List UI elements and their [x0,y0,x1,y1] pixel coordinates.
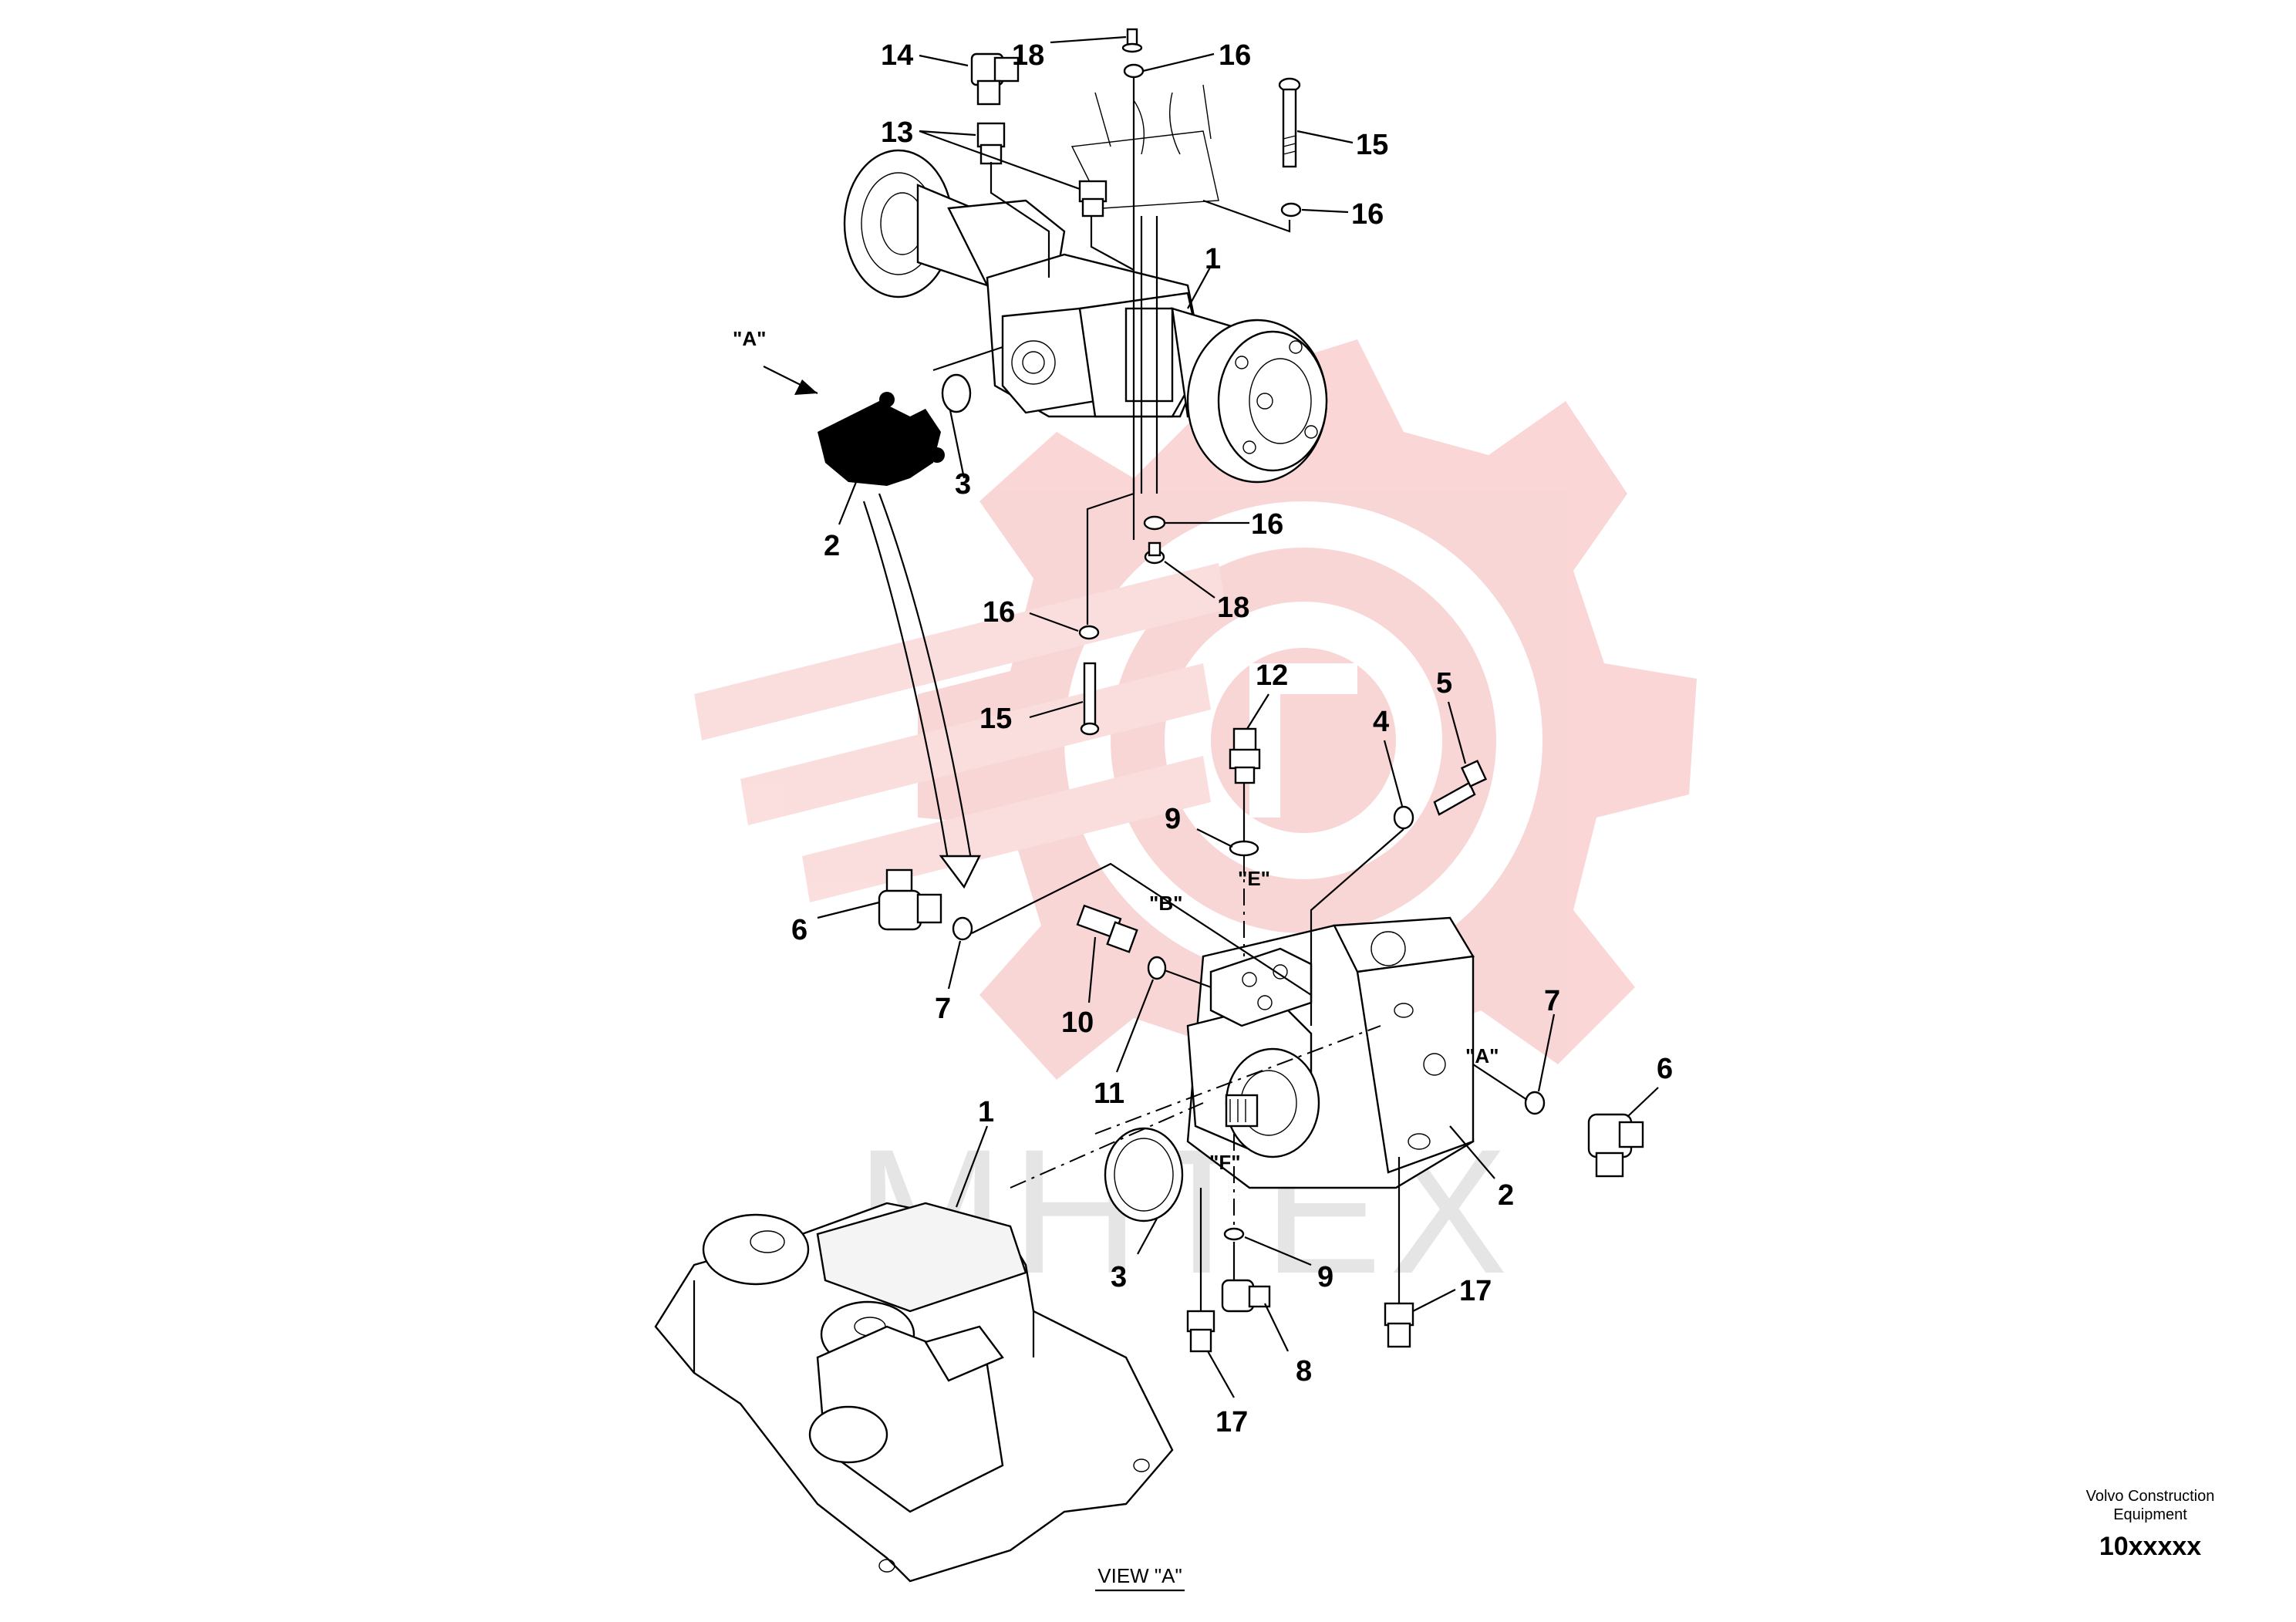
fitting-17b [1384,1302,1414,1348]
fitting-10 [1076,904,1138,953]
o-ring-top [941,373,972,413]
callout-13: 13 [881,116,913,149]
fitting-13a [976,122,1006,165]
washer-16b [1280,202,1302,218]
callout-18-top: 18 [1012,39,1044,72]
callout-1-top: 1 [1205,243,1221,275]
pump-motor-black [818,392,945,486]
brand-line-1: Volvo Construction [2086,1488,2215,1505]
fitting-14 [970,52,1020,106]
callout-16-top: 16 [1219,39,1251,72]
view-marker-b: "B" [1149,892,1182,915]
view-caption: VIEW "A" [1097,1564,1182,1587]
washer-16d [1078,625,1100,640]
drawing-code: 10xxxxx [2099,1532,2201,1561]
callout-14: 14 [881,39,913,72]
o-ring-7b [1524,1091,1546,1115]
callout-6-right: 6 [1657,1053,1673,1085]
callout-3-lower: 3 [1111,1261,1127,1293]
callout-7-right: 7 [1544,985,1560,1017]
elbow-6b [1587,1113,1644,1178]
leader-lines [817,35,1659,1398]
fitting-12 [1229,727,1261,784]
view-marker-a-top: "A" [733,327,766,350]
callout-17-lower: 17 [1215,1406,1248,1438]
callout-6-left: 6 [791,914,807,946]
view-marker-a-side: "A" [1465,1044,1499,1067]
lower-pump [1186,916,1475,1189]
o-ring-9b [1223,1227,1245,1241]
nut-18b [1144,541,1165,565]
callout-8: 8 [1296,1355,1312,1388]
bolt-15b [1080,662,1100,736]
view-marker-e: "E" [1238,867,1270,890]
view-marker-f: "F" [1209,1151,1241,1174]
callout-2-lower: 2 [1498,1179,1514,1212]
washer-16c [1143,515,1166,531]
washer-4 [1393,805,1414,830]
bolt-5 [1433,759,1488,816]
footer: Volvo Construction Equipment 10xxxxx VIE… [1095,1488,2215,1592]
washer-16a [1123,63,1145,79]
callout-2-top: 2 [824,530,840,562]
callout-16-upper-right: 16 [1351,198,1384,231]
callout-15-mid: 15 [979,703,1012,735]
brand-line-2: Equipment [2113,1506,2187,1523]
callout-5: 5 [1436,667,1452,700]
o-ring-9a [1229,840,1259,857]
callout-11: 11 [1094,1077,1124,1110]
callout-7-left: 7 [935,993,951,1025]
callout-16-mid: 16 [1251,508,1283,541]
callout-17-right: 17 [1459,1275,1492,1307]
bolt-15a [1278,77,1301,168]
fitting-13b [1078,180,1108,218]
callout-numbers: 14 18 16 13 15 16 1 3 2 16 18 16 15 12 5… [791,39,1673,1438]
o-ring-3b [1104,1127,1184,1222]
callout-9-upper: 9 [1165,803,1181,835]
callout-12: 12 [1256,659,1288,692]
elbow-6a [878,868,942,931]
callout-10: 10 [1061,1007,1094,1039]
callout-15-top: 15 [1356,129,1388,161]
view-markers: "A" "B" "E" "A" "F" [733,327,1499,1174]
o-ring-7a [952,916,973,941]
o-ring-11 [1147,956,1167,980]
callout-1-lower: 1 [978,1096,994,1128]
washer-18a [1121,28,1143,53]
elbow-8 [1221,1279,1271,1313]
axle-assembly [843,149,1328,494]
callout-4: 4 [1373,706,1389,738]
gearbox-housing [654,1202,1174,1583]
callout-18-mid: 18 [1217,592,1249,624]
callout-16-left: 16 [983,596,1015,629]
fitting-17a [1186,1310,1215,1353]
callout-3-top: 3 [955,468,971,501]
callout-9-lower: 9 [1317,1261,1333,1293]
